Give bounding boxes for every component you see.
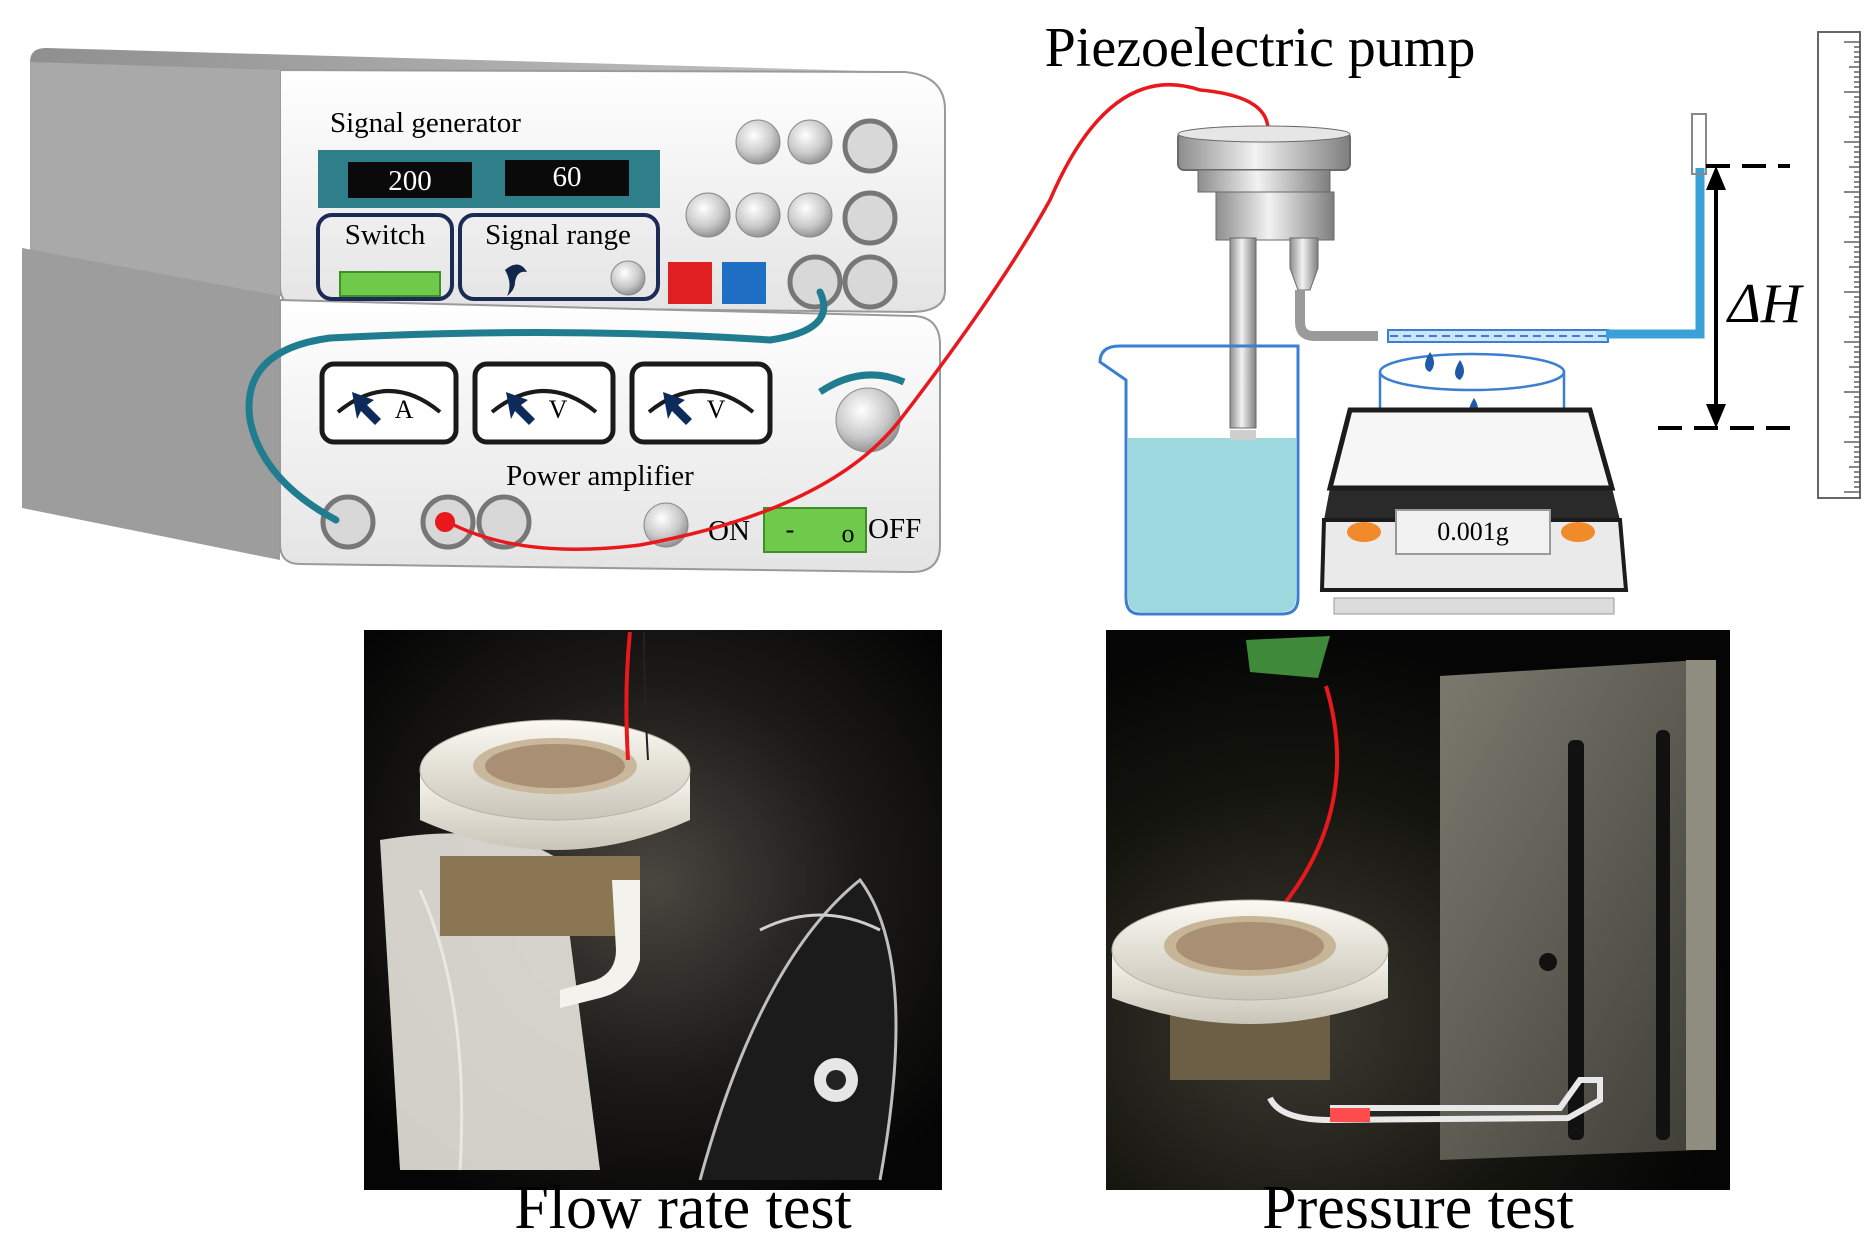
output-jack[interactable] <box>842 254 898 310</box>
piezoelectric-pump <box>1177 125 1378 429</box>
height-difference-marker: ΔH <box>1658 164 1804 430</box>
meter-needle-icon <box>506 392 535 425</box>
pressure-photo <box>1106 630 1730 1190</box>
meter-needle-icon <box>352 392 381 425</box>
meter-v1-unit: V <box>549 395 568 424</box>
switch-box <box>316 213 454 301</box>
output-jack[interactable] <box>787 254 843 310</box>
electronic-balance: 0.001g <box>1319 407 1629 615</box>
gain-knob-arc <box>818 371 906 395</box>
water-drop-icon <box>1455 360 1464 380</box>
meter-v1: V <box>472 361 616 445</box>
range-button[interactable] <box>610 260 646 296</box>
signal-generator-knobs <box>685 118 898 310</box>
switch-toggle[interactable] <box>339 271 441 297</box>
arrow-up-icon <box>1706 166 1726 190</box>
knob[interactable] <box>787 119 833 165</box>
knob[interactable] <box>735 119 781 165</box>
display-right-value: 60 <box>553 161 582 193</box>
power-amplifier-label: Power amplifier <box>506 460 694 492</box>
off-label: OFF <box>868 513 921 545</box>
water-drop-icon <box>1425 352 1434 372</box>
instrument-stack: Signal generator 200 60 Switch Signal ra… <box>22 48 946 574</box>
power-switch-minus: - <box>786 515 795 544</box>
display-left-screen <box>348 162 472 198</box>
output-jack[interactable] <box>842 118 898 174</box>
knob[interactable] <box>735 192 781 238</box>
meter-a-unit: A <box>395 395 414 424</box>
red-button[interactable] <box>668 262 712 304</box>
signal-range-label: Signal range <box>485 219 631 251</box>
balance-button[interactable] <box>1347 522 1381 542</box>
meter-needle-icon <box>663 392 692 425</box>
display-right-screen <box>505 160 629 196</box>
output-jack[interactable] <box>476 494 532 550</box>
arrow-down-icon <box>1706 404 1726 428</box>
red-plug <box>435 512 455 532</box>
meter-v2-unit: V <box>707 395 726 424</box>
ruler <box>1817 31 1861 499</box>
flow-rate-photo <box>364 630 942 1190</box>
power-switch-o: o <box>842 519 855 548</box>
gain-knob[interactable] <box>835 387 901 453</box>
outlet-tube <box>1387 113 1707 343</box>
pump-title: Piezoelectric pump <box>1045 17 1476 79</box>
delta-h-label: ΔH <box>1726 273 1804 335</box>
power-switch[interactable] <box>763 507 867 553</box>
signal-cable <box>447 82 1270 551</box>
display-left-value: 200 <box>388 165 432 197</box>
meter-v2: V <box>629 361 773 445</box>
meter-a: A <box>319 361 459 445</box>
pressure-caption: Pressure test <box>1262 1174 1574 1236</box>
blue-button[interactable] <box>722 262 766 304</box>
knob[interactable] <box>685 192 731 238</box>
balance-button[interactable] <box>1561 522 1595 542</box>
ground-cable <box>245 288 828 524</box>
signal-generator-label: Signal generator <box>330 107 521 139</box>
balance-reading: 0.001g <box>1437 517 1509 546</box>
flow-rate-caption: Flow rate test <box>514 1174 852 1236</box>
knob[interactable] <box>787 192 833 238</box>
output-jack[interactable] <box>842 190 898 246</box>
signal-generator-case <box>30 48 946 314</box>
signal-range-box <box>458 213 660 301</box>
water-beaker <box>1098 344 1300 616</box>
switch-label: Switch <box>345 219 426 251</box>
input-jack[interactable] <box>320 494 376 550</box>
range-knob-icon[interactable] <box>505 264 527 296</box>
